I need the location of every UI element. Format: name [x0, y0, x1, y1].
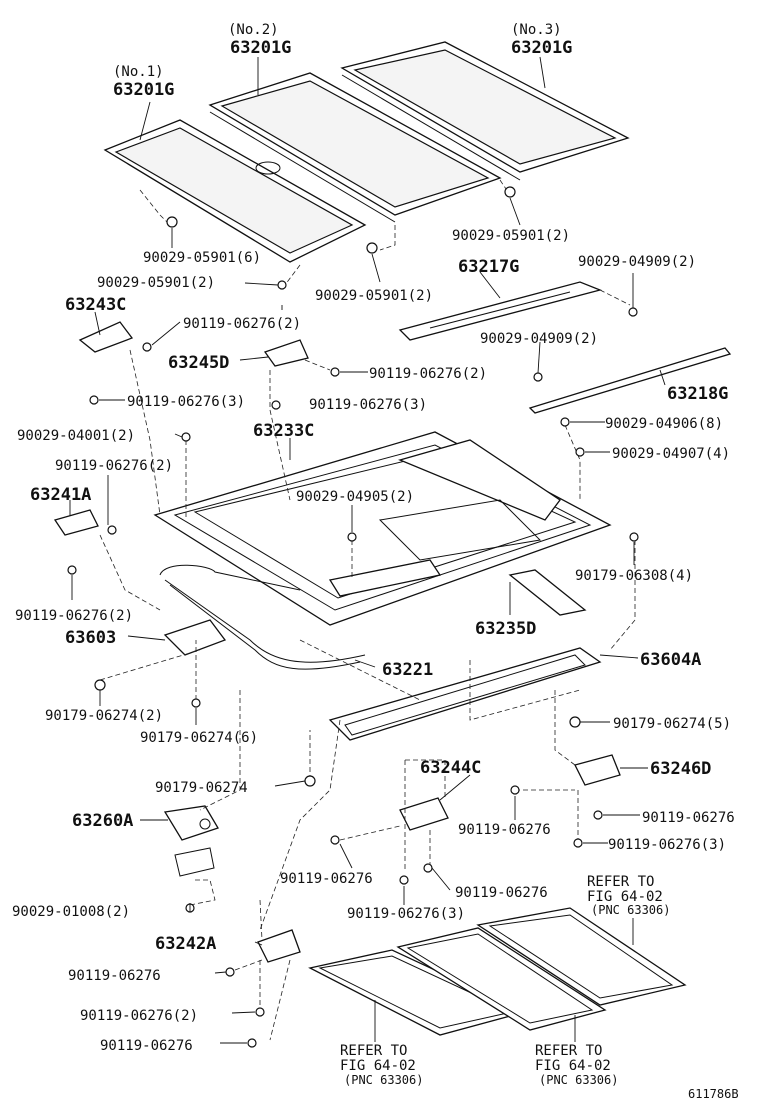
part-63603: 63603 — [65, 628, 116, 648]
refer-middle-line2: FIG 64-02 — [535, 1058, 611, 1074]
bracket-63244c — [399, 797, 449, 831]
part-63235d: 63235D — [475, 619, 536, 639]
part-90119-06276-e: 90119-06276 — [68, 968, 161, 984]
rail-63235d — [508, 569, 587, 616]
glass-panel-no2 — [208, 72, 502, 223]
part-63243c: 63243C — [65, 295, 126, 315]
refer-right-line3: (PNC 63306) — [591, 903, 670, 917]
part-90119-06276-3-a: 90119-06276(3) — [127, 394, 245, 410]
part-90029-04909-2-b: 90029-04909(2) — [480, 331, 598, 347]
bracket-63603 — [163, 619, 227, 656]
part-90029-05901-6: 90029-05901(6) — [143, 250, 261, 266]
refer-middle-line3: (PNC 63306) — [539, 1073, 618, 1087]
bracket-63246d — [574, 754, 621, 786]
part-63260a: 63260A — [72, 811, 133, 831]
part-90119-06276-3-b: 90119-06276(3) — [309, 397, 427, 413]
part-90179-06308-4: 90179-06308(4) — [575, 568, 693, 584]
part-90119-06276-d: 90119-06276 — [455, 885, 548, 901]
part-90119-06276-2-c: 90119-06276(2) — [55, 458, 173, 474]
part-90119-06276-3-d: 90119-06276(3) — [347, 906, 465, 922]
glass-panel-no1 — [103, 119, 367, 263]
part-63604a: 63604A — [640, 650, 701, 670]
refer-middle-line1: REFER TO — [535, 1043, 602, 1059]
housing-frame-63233c — [153, 431, 612, 626]
part-90119-06276-2-b: 90119-06276(2) — [369, 366, 487, 382]
part-90029-04907-4: 90029-04907(4) — [612, 446, 730, 462]
part-90179-06274-6: 90179-06274(6) — [140, 730, 258, 746]
part-90119-06276-a: 90119-06276 — [642, 810, 735, 826]
part-90119-06276-c: 90119-06276 — [280, 871, 373, 887]
part-90029-04906-8: 90029-04906(8) — [605, 416, 723, 432]
part-63233c: 63233C — [253, 421, 314, 441]
part-90029-01008-2: 90029-01008(2) — [12, 904, 130, 920]
part-90119-06276-b: 90119-06276 — [458, 822, 551, 838]
part-63217g: 63217G — [458, 257, 519, 277]
refer-left-line1: REFER TO — [340, 1043, 407, 1059]
part-63241a: 63241A — [30, 485, 91, 505]
part-90179-06274: 90179-06274 — [155, 780, 248, 796]
bolt-markers — [67, 186, 639, 1048]
refer-right-line2: FIG 64-02 — [587, 889, 663, 905]
bracket-63243c — [78, 321, 134, 353]
part-90029-04909-2-a: 90029-04909(2) — [578, 254, 696, 270]
part-90029-05901-2-a: 90029-05901(2) — [97, 275, 215, 291]
bracket-63245d — [263, 339, 309, 367]
part-63246d: 63246D — [650, 759, 711, 779]
shade-panel-middle — [396, 927, 607, 1031]
part-63218g: 63218G — [667, 384, 728, 404]
part-63201g-no2: 63201G — [230, 38, 291, 58]
part-90119-06276-2-e: 90119-06276(2) — [80, 1008, 198, 1024]
label-no2: (No.2) — [228, 22, 279, 38]
part-63221: 63221 — [382, 660, 433, 680]
part-90119-06276-2-d: 90119-06276(2) — [15, 608, 133, 624]
shade-panel-right — [476, 907, 687, 1006]
bracket-63241a — [53, 509, 99, 536]
part-90179-06274-2: 90179-06274(2) — [45, 708, 163, 724]
part-63244c: 63244C — [420, 758, 481, 778]
part-90029-05901-2-c: 90029-05901(2) — [452, 228, 570, 244]
part-90029-04001-2: 90029-04001(2) — [17, 428, 135, 444]
refer-right-line1: REFER TO — [587, 874, 654, 890]
drive-cable-63221 — [159, 564, 366, 670]
refer-left-line2: FIG 64-02 — [340, 1058, 416, 1074]
guide-rail-63604a — [328, 647, 602, 741]
refer-left-line3: (PNC 63306) — [344, 1073, 423, 1087]
glass-panel-no3 — [340, 41, 630, 181]
part-90119-06276-2-a: 90119-06276(2) — [183, 316, 301, 332]
part-90029-04905-2: 90029-04905(2) — [296, 489, 414, 505]
part-90029-05901-2-b: 90029-05901(2) — [315, 288, 433, 304]
part-90179-06274-5: 90179-06274(5) — [613, 716, 731, 732]
bracket-63242a — [257, 929, 301, 963]
figure-id: 611786B — [688, 1087, 739, 1101]
part-63201g-no1: 63201G — [113, 80, 174, 100]
label-no3: (No.3) — [511, 22, 562, 38]
label-no1: (No.1) — [113, 64, 164, 80]
motor-63260a — [163, 805, 219, 877]
part-90119-06276-3-c: 90119-06276(3) — [608, 837, 726, 853]
part-63201g-no3: 63201G — [511, 38, 572, 58]
part-63245d: 63245D — [168, 353, 229, 373]
part-90119-06276-f: 90119-06276 — [100, 1038, 193, 1054]
rail-63218g — [528, 347, 732, 414]
part-63242a: 63242A — [155, 934, 216, 954]
